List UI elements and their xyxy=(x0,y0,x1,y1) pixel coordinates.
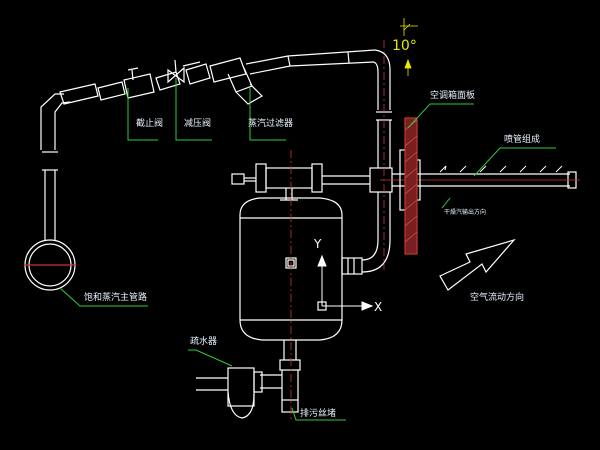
steam-filter-symbol xyxy=(209,57,263,105)
leader-lines xyxy=(59,78,556,421)
top-pipe xyxy=(245,49,391,110)
steam-main-pipe xyxy=(24,239,76,291)
steam-filter-label: 蒸汽过滤器 xyxy=(248,117,293,129)
separator-vessel xyxy=(239,197,363,341)
vertical-pipe xyxy=(361,111,392,273)
air-flow-arrow xyxy=(439,238,516,291)
actuator-assembly xyxy=(231,163,393,201)
drain-trap-label: 疏水器 xyxy=(190,335,217,347)
stop-valve-label: 截止阀 xyxy=(136,117,163,129)
riser-pipe xyxy=(40,93,71,240)
reducing-valve-symbol xyxy=(155,59,211,91)
steam-main-label: 饱和蒸汽主管路 xyxy=(84,291,147,303)
centerlines xyxy=(290,40,385,420)
nozzle-label: 喷管组成 xyxy=(504,133,540,145)
coordinate-axes xyxy=(317,254,374,311)
angle-dimension xyxy=(400,18,418,76)
reducing-valve-label: 减压阀 xyxy=(184,117,211,129)
inclined-pipe xyxy=(59,81,126,105)
angle-label: 10° xyxy=(392,38,417,54)
bottom-outlet xyxy=(260,340,301,413)
sewage-drain-label: 排污丝堵 xyxy=(300,407,336,419)
air-flow-label: 空气流动方向 xyxy=(470,291,524,303)
axis-y-label: Y xyxy=(313,237,322,251)
drain-trap-symbol xyxy=(196,367,263,419)
ac-panel-label: 空调箱面板 xyxy=(430,89,475,101)
small-note-label: 干燥汽输出方向 xyxy=(444,208,486,216)
ac-panel xyxy=(404,117,418,255)
stop-valve-symbol xyxy=(123,67,155,99)
nozzle-holes xyxy=(439,165,563,173)
axis-x-label: X xyxy=(374,300,382,314)
